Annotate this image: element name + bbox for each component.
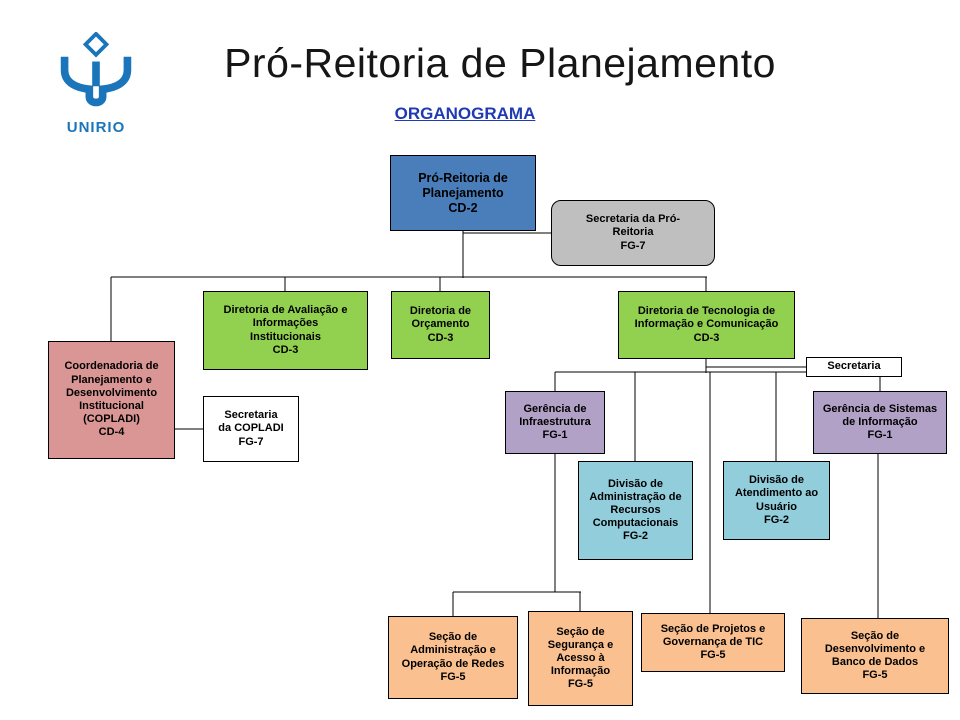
logo-text: UNIRIO: [66, 119, 126, 136]
page-subtitle: ORGANOGRAMA: [394, 104, 536, 123]
org-box-secretaria-dtic: Secretaria: [806, 357, 902, 377]
org-box-secao-desenvolvimento-banco-dados: Seção de Desenvolvimento e Banco de Dado…: [801, 618, 949, 694]
org-box-diretoria-orcamento: Diretoria de Orçamento CD-3: [391, 291, 490, 359]
page-title: Pró-Reitoria de Planejamento: [224, 40, 776, 86]
org-box-secretaria-pro-reitoria: Secretaria da Pró- Reitoria FG-7: [551, 200, 715, 266]
org-box-secao-operacao-redes: Seção de Administração e Operação de Red…: [388, 616, 518, 699]
org-box-secretaria-copladi: Secretaria da COPLADI FG-7: [203, 396, 299, 462]
unirio-logo-icon: [60, 31, 132, 107]
org-box-divisao-recursos-computacionais: Divisão de Administração de Recursos Com…: [578, 461, 693, 560]
org-box-pro-reitoria-planejamento: Pró-Reitoria de Planejamento CD-2: [390, 155, 536, 231]
org-box-diretoria-avaliacao: Diretoria de Avaliação e Informações Ins…: [203, 291, 368, 370]
org-box-gerencia-infraestrutura: Gerência de Infraestrutura FG-1: [505, 391, 605, 454]
org-box-secao-seguranca-informacao: Seção de Segurança e Acesso à Informação…: [528, 611, 633, 706]
org-box-divisao-atendimento-usuario: Divisão de Atendimento ao Usuário FG-2: [723, 461, 830, 540]
unirio-logo: UNIRIO: [44, 31, 148, 136]
org-box-copladi: Coordenadoria de Planejamento e Desenvol…: [48, 341, 175, 459]
org-box-diretoria-tecnologia: Diretoria de Tecnologia de Informação e …: [618, 291, 795, 359]
org-box-secao-projetos-governanca: Seção de Projetos e Governança de TIC FG…: [641, 613, 785, 672]
org-box-gerencia-sistemas: Gerência de Sistemas de Informação FG-1: [813, 391, 947, 454]
